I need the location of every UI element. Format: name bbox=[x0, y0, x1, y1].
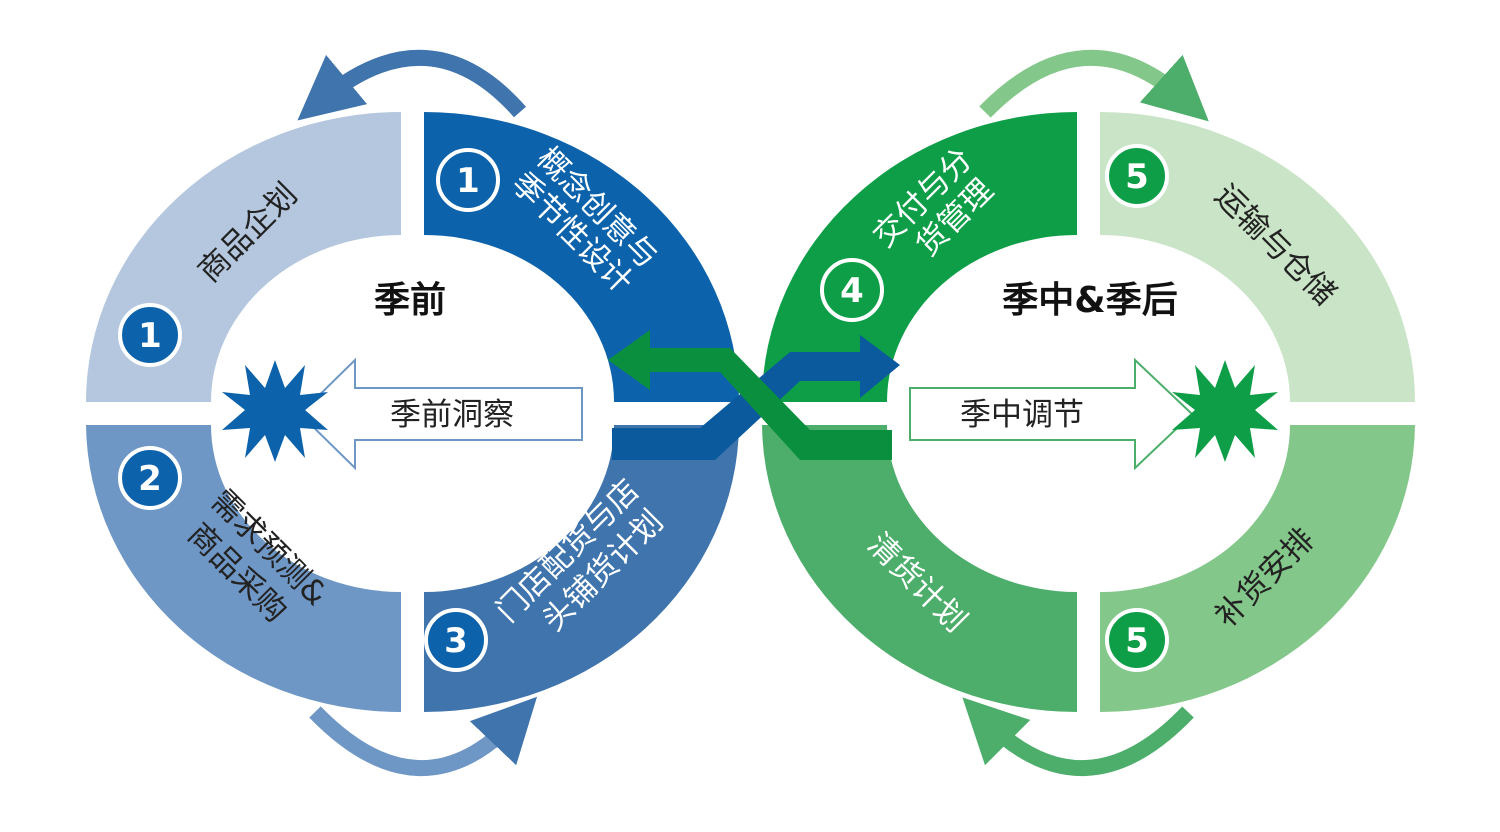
badge-right-bottom-right: 5 bbox=[1105, 608, 1169, 672]
left-starburst-icon bbox=[222, 360, 328, 462]
right-bottom-cycle-arrow bbox=[962, 697, 1194, 777]
svg-text:1: 1 bbox=[456, 161, 480, 201]
inseason-title: 季中&季后 bbox=[1002, 280, 1177, 321]
preseason-title: 季前 bbox=[374, 280, 446, 321]
segment-store-allocation bbox=[424, 425, 739, 712]
segment-transport-storage bbox=[1100, 112, 1415, 402]
inseason-adjust-label: 季中调节 bbox=[960, 397, 1084, 433]
left-bottom-cycle-arrow bbox=[309, 696, 538, 777]
preseason-insight-label: 季前洞察 bbox=[390, 397, 514, 433]
green-cross-band bbox=[608, 330, 892, 460]
segment-concept-design bbox=[424, 112, 739, 402]
right-ring bbox=[762, 112, 1415, 712]
left-top-cycle-arrow bbox=[297, 50, 526, 121]
segment-delivery-management bbox=[762, 112, 1077, 402]
svg-text:3: 3 bbox=[444, 621, 468, 661]
badge-right-top-left: 4 bbox=[820, 258, 884, 322]
svg-text:5: 5 bbox=[1125, 621, 1149, 661]
badge-left-top-left: 1 bbox=[118, 303, 182, 367]
right-top-cycle-arrow bbox=[979, 50, 1209, 122]
segment-clearance-plan bbox=[762, 425, 1077, 712]
svg-text:1: 1 bbox=[138, 316, 162, 356]
segment-replenishment bbox=[1100, 425, 1415, 712]
center-crossing bbox=[608, 330, 900, 460]
svg-text:2: 2 bbox=[138, 459, 162, 499]
right-starburst-icon bbox=[1172, 360, 1278, 462]
badge-right-top-right: 5 bbox=[1105, 144, 1169, 208]
svg-text:5: 5 bbox=[1125, 157, 1149, 197]
badge-left-bottom-right: 3 bbox=[424, 608, 488, 672]
inseason-adjust-arrow: 季中调节 bbox=[909, 357, 1194, 471]
badge-left-bottom-left: 2 bbox=[118, 446, 182, 510]
svg-text:4: 4 bbox=[840, 271, 864, 311]
badge-left-top-right: 1 bbox=[436, 148, 500, 212]
preseason-insight-arrow: 季前洞察 bbox=[298, 357, 583, 471]
